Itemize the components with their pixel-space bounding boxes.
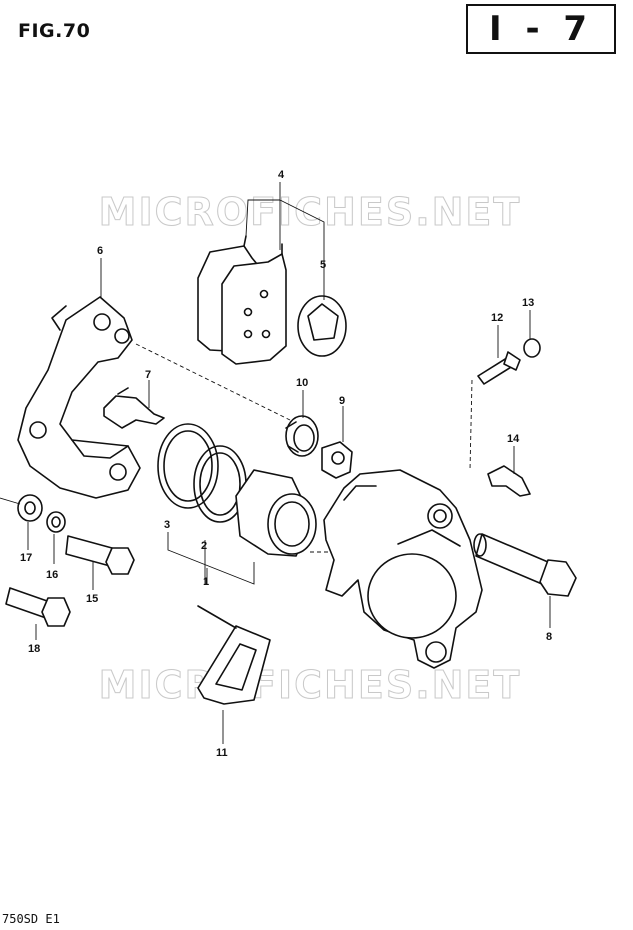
alignment-lines <box>135 343 473 553</box>
boot-drawing <box>285 415 319 457</box>
caliper-bracket-drawing <box>17 296 141 499</box>
clip-drawing <box>487 465 531 497</box>
callout-labels: 4 5 6 7 10 9 12 13 14 8 3 2 1 11 15 16 1… <box>20 169 552 759</box>
bolt-15-drawing <box>65 535 135 575</box>
pad-spring-drawing <box>103 387 165 429</box>
callout-8: 8 <box>546 631 552 643</box>
callout-7: 7 <box>145 369 151 381</box>
callout-3: 3 <box>164 519 170 531</box>
bleeder-cap-drawing <box>523 338 541 358</box>
washer-17-drawing <box>17 494 43 522</box>
pad-shim-drawing <box>297 295 347 357</box>
bleeder-valve-drawing <box>477 351 521 385</box>
boot-seal-drawing <box>321 441 353 479</box>
figure-title: FIG.70 <box>18 20 91 42</box>
watermark-top: MICROFICHES.NET <box>98 190 522 235</box>
callout-2: 2 <box>201 540 207 552</box>
callout-12: 12 <box>491 312 503 324</box>
section-code: I - 7 <box>488 9 594 49</box>
callout-6: 6 <box>97 245 103 257</box>
callout-10: 10 <box>296 377 308 389</box>
callout-18: 18 <box>28 643 40 655</box>
caliper-body-drawing <box>323 469 483 669</box>
callout-11: 11 <box>216 747 228 759</box>
leader-lines <box>0 182 551 744</box>
callout-14: 14 <box>507 433 520 445</box>
section-box: I - 7 <box>466 4 616 54</box>
model-code: 750SD E1 <box>2 912 60 926</box>
bolt-18-drawing <box>5 587 71 627</box>
callout-1: 1 <box>203 576 209 588</box>
callout-9: 9 <box>339 395 345 407</box>
callout-15: 15 <box>86 593 98 605</box>
callout-16: 16 <box>46 569 58 581</box>
piston-seal-drawing <box>157 423 219 509</box>
callout-5: 5 <box>320 259 326 271</box>
callout-13: 13 <box>522 297 534 309</box>
watermark-bottom: MICROFICHES.NET <box>98 663 522 708</box>
slide-pin-bolt-drawing <box>473 533 577 597</box>
washer-16-drawing <box>46 511 66 533</box>
brake-pads-drawing <box>197 235 287 365</box>
callout-17: 17 <box>20 552 32 564</box>
piston-drawing <box>235 469 317 557</box>
callout-4: 4 <box>278 169 285 181</box>
pad-retainer-drawing <box>197 605 271 705</box>
